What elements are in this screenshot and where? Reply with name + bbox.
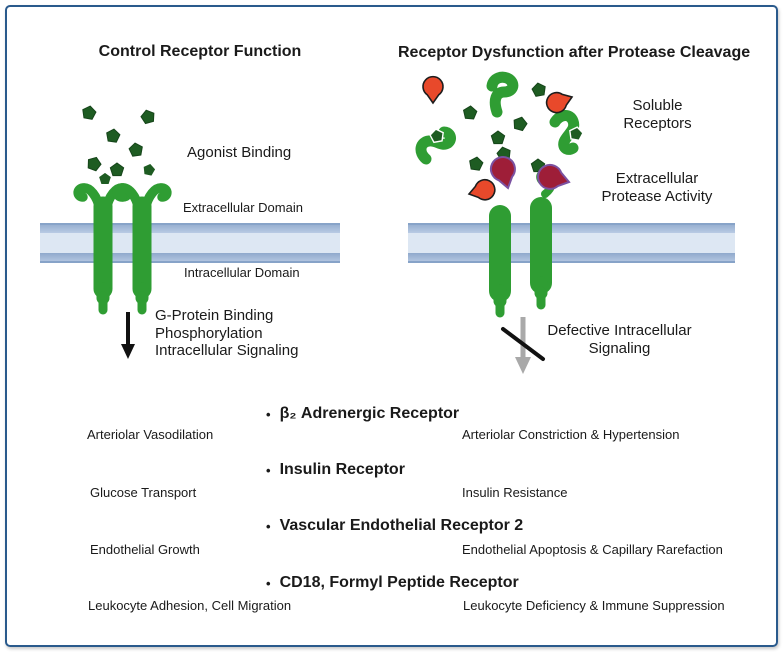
- protease-activity-label: Extracellular Protease Activity: [601, 170, 713, 205]
- defective-arrow-head: [515, 357, 531, 374]
- dysfunction-label: Endothelial Apoptosis & Capillary Rarefa…: [462, 542, 723, 557]
- protease-red-icon: [422, 75, 444, 104]
- receptor-bullet-row: • β₂ Adrenergic Receptor: [266, 405, 459, 423]
- bullet-icon: •: [266, 519, 271, 534]
- membrane-right-top-edge: [408, 223, 735, 225]
- membrane-left-inner-leaflet: [40, 253, 340, 263]
- defective-signaling-arrow: [501, 317, 545, 374]
- agonist-pentagon-icon: [462, 104, 478, 120]
- agonist-pentagon-icon: [468, 155, 485, 172]
- normal-function-label: Endothelial Growth: [90, 542, 200, 557]
- signaling-outcomes-list: G-Protein Binding Phosphorylation Intrac…: [155, 307, 298, 360]
- dysfunction-label: Insulin Resistance: [462, 485, 568, 500]
- dysfunction-label: Leukocyte Deficiency & Immune Suppressio…: [463, 598, 725, 613]
- dysfunction-label: Arteriolar Constriction & Hypertension: [462, 427, 680, 442]
- bullet-icon: •: [266, 576, 271, 591]
- receptor-bullet-row: • Vascular Endothelial Receptor 2: [266, 517, 523, 535]
- receptor-bullet-row: • CD18, Formyl Peptide Receptor: [266, 574, 519, 592]
- signaling-arrow: [121, 312, 135, 359]
- membrane-right-bottom-edge: [408, 261, 735, 263]
- agonist-pentagon-icon: [127, 141, 144, 158]
- signaling-line: Intracellular Signaling: [155, 342, 299, 360]
- normal-function-label: Leukocyte Adhesion, Cell Migration: [88, 598, 292, 613]
- agonist-pentagon-icon: [85, 154, 104, 173]
- membrane-right: [408, 223, 735, 263]
- left-panel-title: Control Receptor Function: [98, 43, 302, 60]
- bullet-icon: •: [266, 463, 271, 478]
- receptor-name: CD18, Formyl Peptide Receptor: [279, 574, 519, 591]
- agonist-pentagon-icon: [109, 162, 125, 177]
- soluble-receptors-label: Soluble Receptors: [623, 97, 692, 132]
- receptor-bullet-row: • Insulin Receptor: [266, 461, 405, 479]
- agonist-pentagon-bound-icon: [97, 171, 113, 186]
- agonist-pentagon-icon: [530, 81, 548, 98]
- membrane-left-outer-leaflet: [40, 223, 340, 233]
- signaling-line: G-Protein Binding: [155, 307, 274, 324]
- signaling-arrow-head: [121, 344, 135, 359]
- membrane-right-outer-leaflet: [408, 223, 735, 233]
- figure-border: [5, 5, 778, 647]
- receptor-name: β₂ Adrenergic Receptor: [279, 405, 460, 422]
- normal-function-label: Glucose Transport: [90, 485, 197, 500]
- receptor-name: Vascular Endothelial Receptor 2: [279, 517, 524, 534]
- soluble-receptor-squiggle-icon: [486, 71, 519, 118]
- agonist-binding-label: Agonist Binding: [187, 144, 292, 161]
- intracellular-domain-label: Intracellular Domain: [184, 265, 300, 280]
- agonist-pentagon-icon: [105, 127, 122, 144]
- membrane-right-inner-leaflet: [408, 253, 735, 263]
- membrane-left-top-edge: [40, 223, 340, 225]
- receptor-name: Insulin Receptor: [279, 461, 405, 478]
- signaling-line: Phosphorylation: [155, 324, 263, 342]
- agonist-pentagon-bound-icon: [140, 161, 158, 178]
- membrane-left: [40, 223, 340, 263]
- agonist-pentagon-icon: [490, 130, 506, 145]
- extracellular-domain-label: Extracellular Domain: [183, 200, 303, 215]
- membrane-left-bottom-edge: [40, 261, 340, 263]
- right-panel-title: Receptor Dysfunction after Protease Clea…: [398, 44, 751, 61]
- bullet-icon: •: [266, 407, 271, 422]
- agonist-pentagon-icon: [139, 108, 157, 125]
- normal-function-label: Arteriolar Vasodilation: [87, 427, 214, 442]
- protease-red-icon: [465, 176, 498, 205]
- agonist-pentagon-icon: [80, 104, 98, 121]
- soluble-receptor-squiggles: [415, 71, 585, 165]
- agonist-pentagons-left: [80, 104, 158, 186]
- blocked-slash-line: [501, 327, 545, 361]
- soluble-receptor-squiggle-icon: [415, 126, 456, 165]
- defective-signaling-label: Defective Intracellular Signaling: [547, 322, 692, 357]
- agonist-pentagon-icon: [511, 115, 529, 132]
